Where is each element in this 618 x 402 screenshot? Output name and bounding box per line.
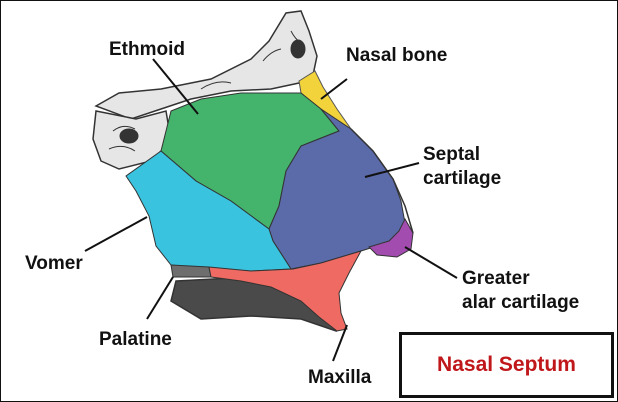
title-box: Nasal Septum: [399, 332, 614, 398]
label-greater-alar-line2: alar cartilage: [462, 292, 579, 313]
label-ethmoid: Ethmoid: [109, 39, 185, 60]
label-vomer: Vomer: [25, 253, 83, 274]
nasal-bone-leader: [321, 79, 347, 99]
label-septal-cartilage-line1: Septal: [423, 144, 480, 165]
vomer-leader: [85, 217, 147, 251]
label-septal-cartilage-line2: cartilage: [423, 168, 501, 189]
label-maxilla: Maxilla: [308, 367, 372, 388]
region-palatine: [171, 265, 211, 277]
label-nasal-bone: Nasal bone: [346, 45, 447, 66]
label-greater-alar-line1: Greater: [462, 268, 530, 289]
greater-alar-leader: [405, 247, 457, 278]
label-palatine: Palatine: [99, 329, 172, 350]
diagram-title: Nasal Septum: [437, 353, 576, 377]
palatine-leader: [147, 277, 173, 319]
